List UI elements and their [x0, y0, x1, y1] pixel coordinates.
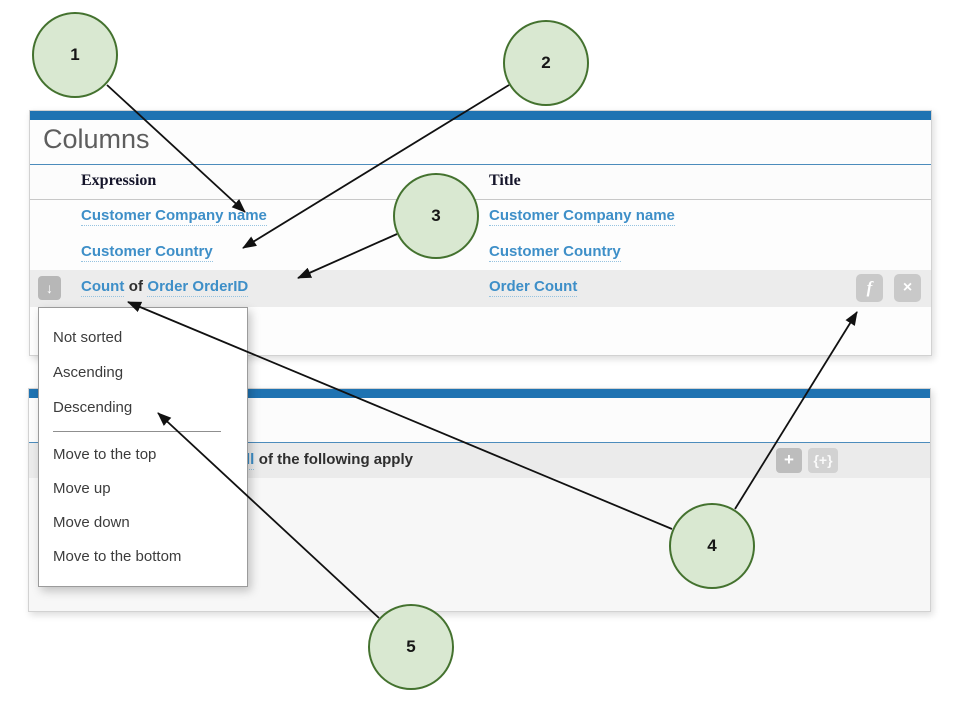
menu-item-ascending[interactable]: Ascending [53, 364, 124, 381]
menu-item-descending[interactable]: Descending [53, 399, 133, 416]
expression-connector: of [128, 278, 143, 295]
callout-number: 2 [541, 53, 551, 72]
callout-circle-4: 4 [669, 503, 755, 589]
menu-item-move-up[interactable]: Move up [53, 480, 111, 497]
menu-divider [53, 431, 221, 432]
menu-item-move-down[interactable]: Move down [53, 514, 130, 531]
panel-accent-bar [30, 111, 931, 120]
table-row-selected: ↓ Count of Order OrderID Order Count f × [30, 270, 931, 307]
menu-item-move-to-top[interactable]: Move to the top [53, 446, 157, 463]
expression-link[interactable]: Customer Company name [81, 207, 267, 226]
callout-circle-1: 1 [32, 12, 118, 98]
callout-number: 3 [431, 206, 441, 225]
edit-function-button[interactable]: f [856, 274, 883, 302]
plus-icon: + [784, 450, 794, 469]
title-column-header: Title [489, 172, 521, 189]
condition-text: of the following apply [258, 451, 413, 468]
menu-item-move-to-bottom[interactable]: Move to the bottom [53, 548, 182, 565]
title-link[interactable]: Order Count [489, 278, 578, 297]
expression-column-header: Expression [81, 172, 157, 189]
field-link[interactable]: Order OrderID [147, 278, 249, 297]
close-icon: × [902, 279, 913, 296]
add-condition-button[interactable]: + [776, 448, 802, 473]
brace-plus-icon: {+} [813, 452, 833, 468]
title-link[interactable]: Customer Company name [489, 207, 675, 226]
remove-column-button[interactable]: × [894, 274, 921, 302]
callout-number: 1 [70, 45, 80, 64]
columns-table-header: Expression Title [30, 165, 931, 200]
table-row: Customer Company name Customer Company n… [30, 199, 931, 235]
columns-panel-title: Columns [43, 124, 150, 154]
callout-circle-5: 5 [368, 604, 454, 690]
add-condition-group-button[interactable]: {+} [808, 448, 838, 473]
callout-circle-2: 2 [503, 20, 589, 106]
callout-number: 5 [406, 637, 416, 656]
aggregate-link[interactable]: Count [81, 278, 125, 297]
function-icon: f [866, 278, 873, 297]
down-arrow-icon: ↓ [46, 280, 53, 296]
table-row: Customer Country Customer Country [30, 235, 931, 271]
expression-link[interactable]: Customer Country [81, 243, 213, 262]
sort-context-menu: Not sorted Ascending Descending Move to … [38, 307, 248, 587]
menu-item-not-sorted[interactable]: Not sorted [53, 329, 123, 346]
callout-number: 4 [707, 536, 717, 555]
callout-circle-3: 3 [393, 173, 479, 259]
sort-order-button[interactable]: ↓ [38, 276, 61, 300]
title-link[interactable]: Customer Country [489, 243, 621, 262]
